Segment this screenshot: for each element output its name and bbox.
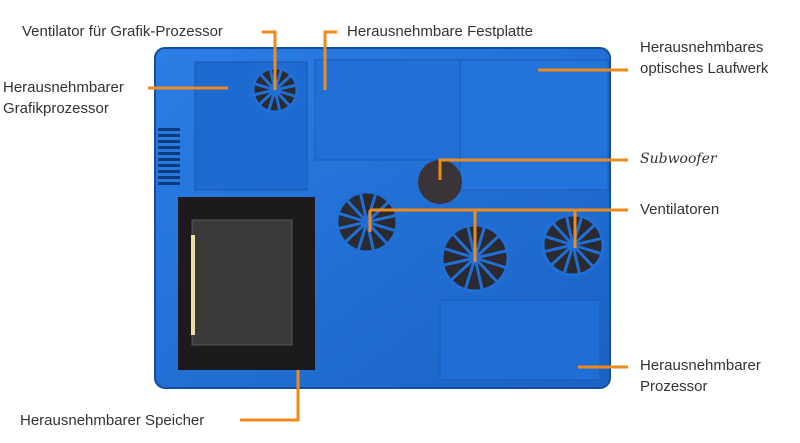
leader-lines	[148, 30, 628, 422]
label-memory: Herausnehmbarer Speicher	[20, 412, 205, 429]
label-hard-drive: Herausnehmbare Festplatte	[347, 23, 533, 40]
label-optical-1: Herausnehmbares	[640, 39, 764, 56]
vent-grille	[158, 128, 180, 185]
sticker-stripe	[191, 235, 195, 335]
label-optical-2: optisches Laufwerk	[640, 60, 769, 77]
fan-icon	[335, 190, 399, 254]
label-gpu-2: Grafikprozessor	[3, 100, 109, 117]
label-cpu-2: Prozessor	[640, 378, 708, 395]
optical-cover	[459, 59, 609, 191]
label-gpu-fan: Ventilator für Grafik-Prozessor	[22, 23, 223, 40]
label-fans: Ventilatoren	[640, 201, 720, 218]
label-cpu-1: Herausnehmbarer	[640, 357, 761, 374]
hdd-cover	[314, 59, 461, 161]
cpu-cover	[439, 299, 601, 381]
memory-label-sticker	[191, 219, 293, 346]
label-gpu-1: Herausnehmbarer	[3, 79, 124, 96]
subwoofer-grille	[418, 160, 462, 204]
label-subwoofer: Subwoofer	[640, 151, 717, 167]
fan-icon	[541, 213, 605, 277]
